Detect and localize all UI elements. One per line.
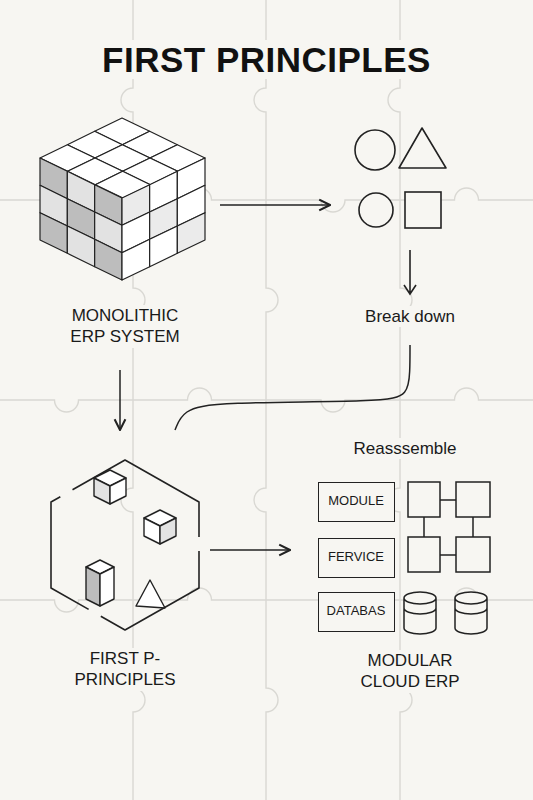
flow-arrow (210, 549, 290, 551)
box-label: DATABAS (327, 603, 386, 619)
module-box: MODULE (318, 482, 395, 522)
stage-label: FIRST P- PRINCIPLES (65, 648, 185, 691)
stage-label: Break down (345, 306, 475, 327)
basic-shapes (355, 128, 446, 294)
circle-shape (355, 130, 395, 170)
flow-arrow (119, 370, 121, 430)
database-box: DATABAS (318, 592, 395, 632)
stage-label: Reasssemble (340, 438, 470, 459)
hexagon-outline (51, 460, 199, 630)
title-row: FIRST PRINCIPLES (0, 40, 533, 80)
modular-figure (404, 482, 490, 634)
box-label: MODULE (328, 493, 384, 509)
down-arrow (404, 250, 416, 294)
flow-arrow (220, 204, 330, 206)
stage-label: MODULAR CLOUD ERP (350, 650, 470, 693)
square-shape (405, 192, 441, 228)
monolith-group: MONOLITHIC ERP SYSTEM (30, 115, 220, 370)
triangle-shape (399, 128, 446, 168)
box-label: FERVICE (328, 549, 384, 565)
principles-group: FIRST P- PRINCIPLES (40, 430, 210, 705)
breakdown-group: Break down (330, 120, 490, 345)
circle-shape (359, 193, 393, 227)
flow-arrow (175, 345, 410, 430)
principles-figure (51, 460, 199, 630)
monolith-cube (40, 118, 205, 280)
service-box: FERVICE (318, 538, 395, 578)
modular-group: MODULE FERVICE DATABAS ReasssembleMODULAR C… (290, 430, 510, 705)
stage-label: MONOLITHIC ERP SYSTEM (55, 305, 195, 348)
diagram-title: FIRST PRINCIPLES (98, 40, 435, 79)
